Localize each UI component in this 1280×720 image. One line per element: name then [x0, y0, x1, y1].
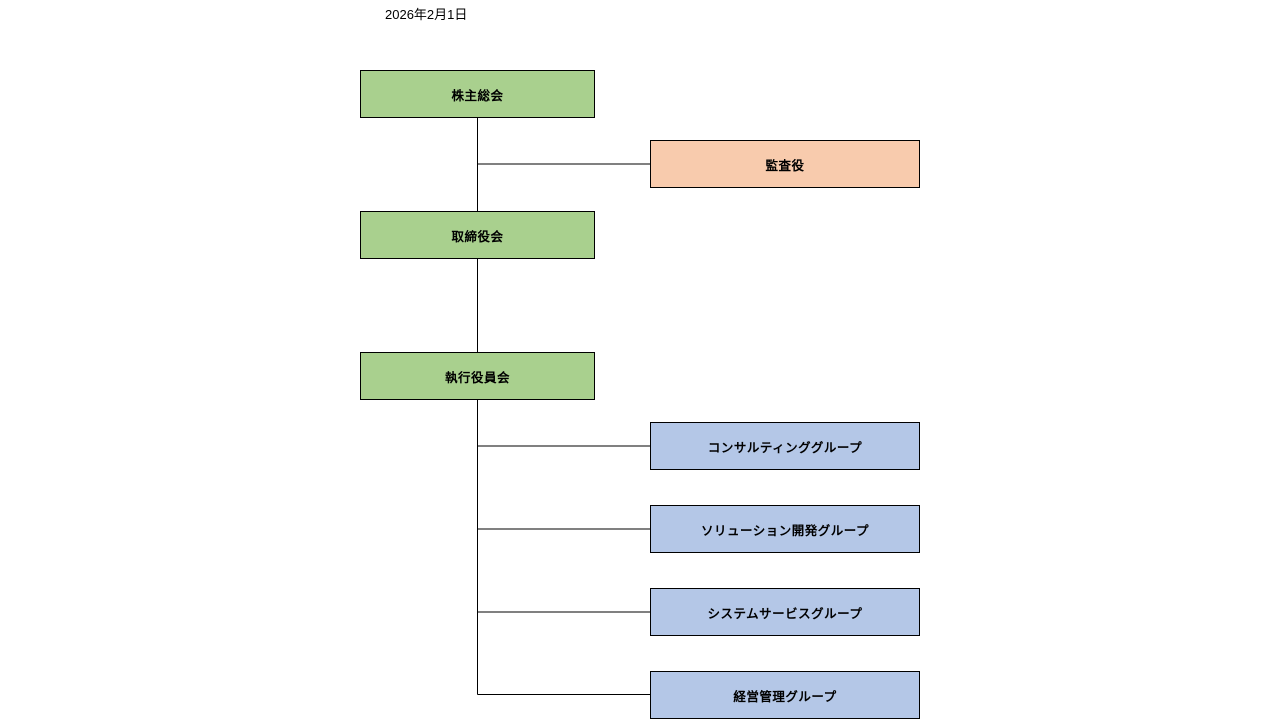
node-label: 株主総会	[451, 88, 504, 103]
node-label: システムサービスグループ	[707, 606, 863, 621]
node-label: 監査役	[765, 158, 805, 173]
node-system-service-group: システムサービスグループ	[650, 588, 920, 636]
chart-date: 2026年2月1日	[385, 7, 468, 22]
node-label: ソリューション開発グループ	[700, 523, 869, 538]
node-shareholders-meeting: 株主総会	[360, 70, 595, 118]
node-label: 取締役会	[451, 229, 504, 244]
node-board-of-directors: 取締役会	[360, 211, 595, 259]
node-consulting-group: コンサルティンググループ	[650, 422, 920, 470]
node-label: 経営管理グループ	[733, 689, 837, 704]
node-management-admin-group: 経営管理グループ	[650, 671, 920, 719]
node-label: 執行役員会	[444, 370, 510, 385]
node-solution-dev-group: ソリューション開発グループ	[650, 505, 920, 553]
node-executive-officers-board: 執行役員会	[360, 352, 595, 400]
node-auditor: 監査役	[650, 140, 920, 188]
node-label: コンサルティンググループ	[707, 440, 863, 455]
